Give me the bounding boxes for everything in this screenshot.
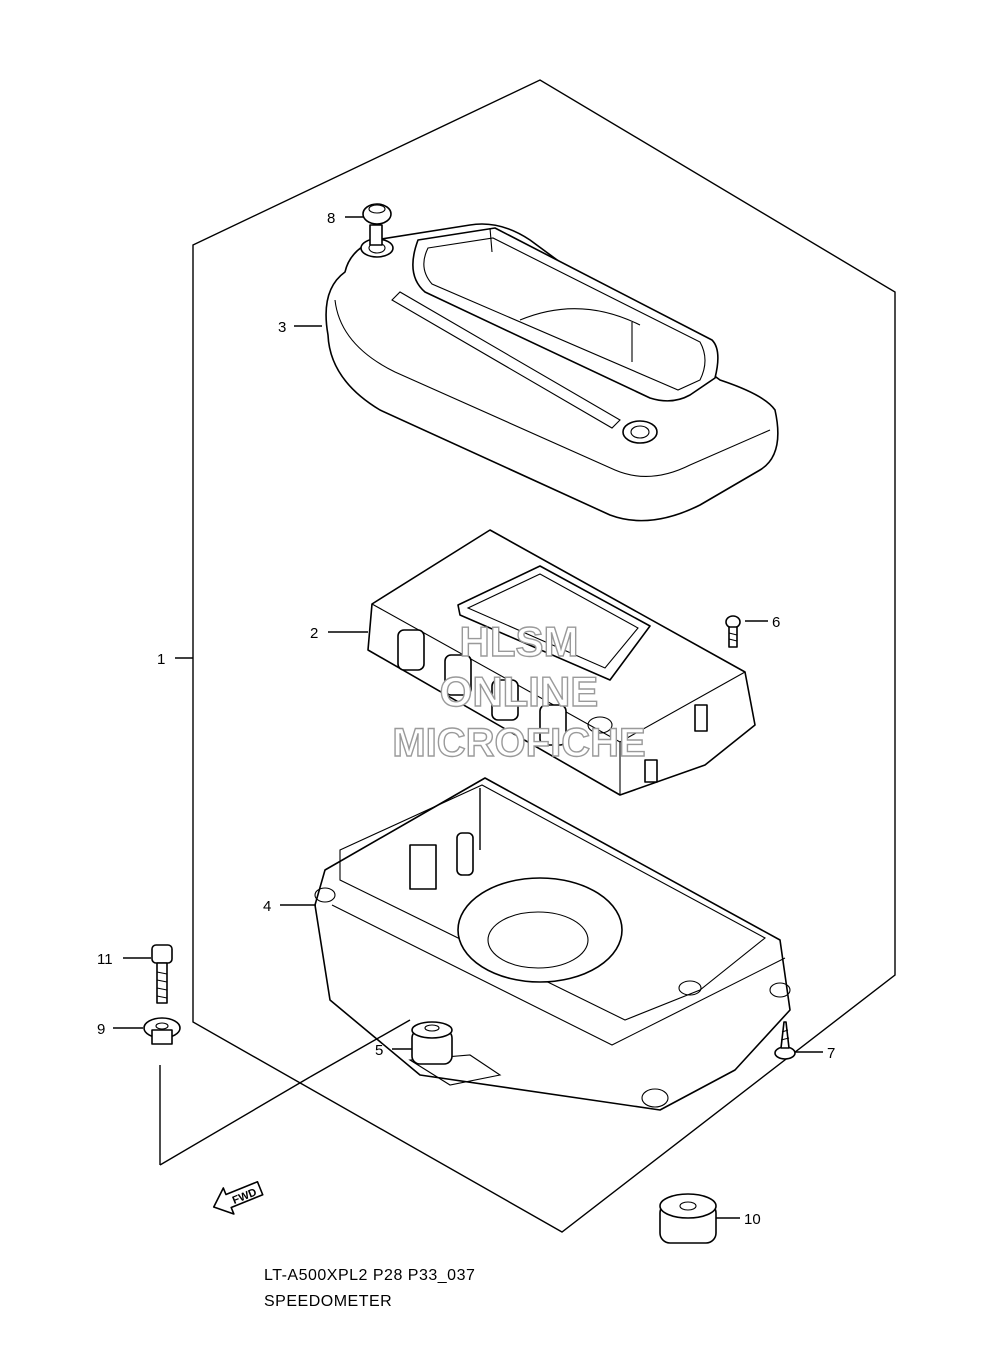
part-9-collar — [143, 1017, 181, 1045]
part-8-screw — [362, 203, 392, 246]
leader-lines — [113, 216, 823, 1219]
assembly-outline — [192, 79, 896, 1233]
watermark-line-3: MICROFICHE — [392, 721, 645, 765]
part-2-meter-unit — [367, 529, 756, 796]
callout-1: 1 — [157, 651, 165, 668]
callout-6: 6 — [772, 614, 780, 631]
diagram-title: SPEEDOMETER — [264, 1293, 393, 1310]
diagram-code: LT-A500XPL2 P28 P33_037 — [264, 1267, 476, 1284]
callout-4: 4 — [263, 898, 271, 915]
fwd-arrow-text: FWD — [231, 1186, 259, 1207]
callout-labels: 1 2 3 4 5 6 7 8 9 10 11 — [97, 210, 835, 1228]
watermark: HLSM ONLINE MICROFICHE — [392, 617, 647, 765]
callout-11: 11 — [97, 951, 113, 968]
watermark-line-2: ONLINE — [440, 668, 599, 715]
part-11-bolt — [151, 944, 173, 1004]
part-6-screw — [725, 615, 741, 648]
callout-5: 5 — [375, 1042, 383, 1059]
part-10-cushion — [659, 1193, 717, 1244]
watermark-line-1: HLSM — [460, 618, 579, 665]
callout-2: 2 — [310, 625, 318, 642]
callout-8: 8 — [327, 210, 335, 227]
callout-7: 7 — [827, 1045, 835, 1062]
fwd-arrow-icon: FWD — [212, 1180, 264, 1215]
part-7-screw — [774, 1021, 796, 1060]
callout-3: 3 — [278, 319, 286, 336]
part-5-grommet — [411, 1021, 453, 1065]
part-3-cover — [325, 223, 779, 522]
part-4-lower-case — [314, 777, 791, 1111]
callout-10: 10 — [744, 1211, 761, 1228]
callout-9: 9 — [97, 1021, 105, 1038]
